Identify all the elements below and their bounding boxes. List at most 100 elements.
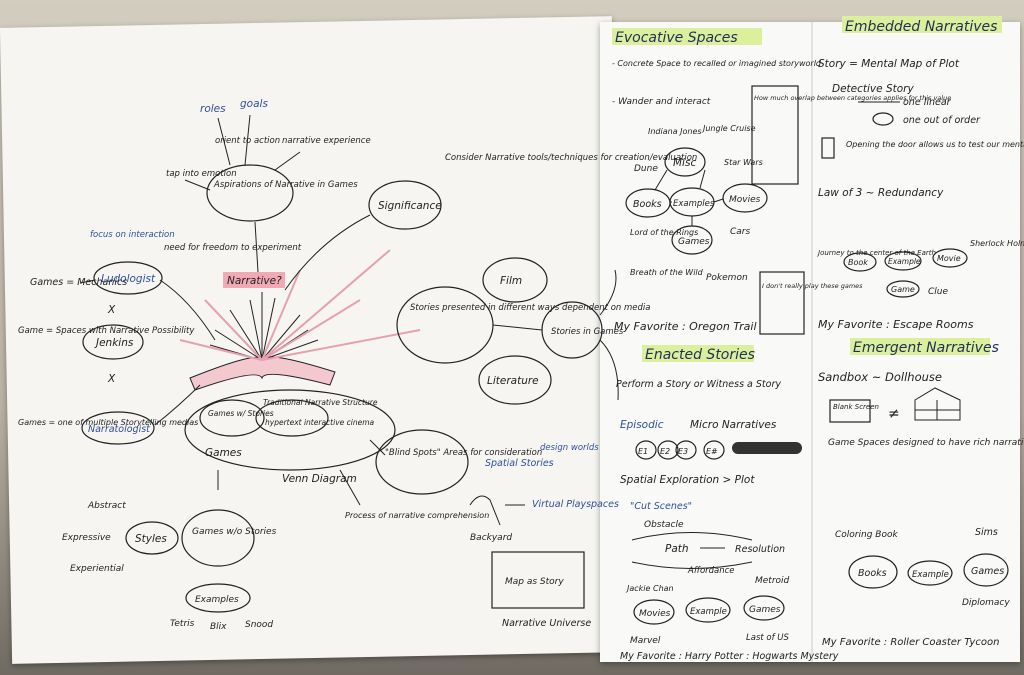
games-media-label: Games = one of multiple Storytelling med… <box>18 418 198 427</box>
tetris-label: Tetris <box>170 619 195 629</box>
process-label: Process of narrative comprehension <box>345 511 489 520</box>
cars-label: Cars <box>730 227 750 237</box>
need-freedom-label: need for freedom to experiment <box>164 243 302 253</box>
consider-label: Consider Narrative tools/techniques for … <box>445 153 697 163</box>
resolution-label: Resolution <box>735 544 785 555</box>
games-label-emergent: Games <box>971 566 1004 577</box>
ludologist-label: Ludologist <box>101 273 156 285</box>
aspirations-label: Aspirations of Narrative in Games <box>213 180 358 190</box>
narrative-universe-label: Narrative Universe <box>502 618 591 629</box>
blix-label: Blix <box>210 622 227 632</box>
abstract-label: Abstract <box>87 501 126 511</box>
embedded-favorite: My Favorite : Escape Rooms <box>818 318 974 331</box>
dont-play-note: I don't really play these games <box>762 282 863 290</box>
e3-label: E3 <box>678 447 688 456</box>
examples-label-evocative: Examples <box>673 199 715 209</box>
tap-emotion-label: tap into emotion <box>166 169 237 179</box>
cut-scenes-label: "Cut Scenes" <box>630 501 692 512</box>
blank-screen-label: Blank Screen <box>833 403 879 411</box>
dune-label: Dune <box>634 164 658 174</box>
stories-presented-label: Stories presented in different ways depe… <box>410 303 650 313</box>
movies-label-evocative: Movies <box>729 195 761 205</box>
stories-in-games-label: Stories in Games <box>551 327 624 337</box>
indiana-label: Indiana Jones <box>648 127 702 136</box>
backyard-label: Backyard <box>470 533 512 543</box>
narrative-center-label: Narrative? <box>227 275 282 287</box>
styles-label: Styles <box>135 533 167 545</box>
significance-label: Significance <box>378 200 442 212</box>
lotr-label: Lord of the Rings <box>630 228 698 237</box>
sims-label: Sims <box>975 527 998 538</box>
path-label: Path <box>665 543 689 555</box>
game-spaces-label: Game = Spaces with Narrative Possibility <box>18 326 195 336</box>
venn-diagram-label: Venn Diagram <box>282 473 357 485</box>
books-label-emergent: Books <box>858 568 887 579</box>
blind-spots-label: "Blind Spots" Areas for consideration <box>385 448 542 458</box>
film-label: Film <box>500 275 522 287</box>
misc-label: Misc <box>673 157 696 169</box>
example-label-enacted: Example <box>690 607 727 617</box>
design-worlds-label: design worlds <box>540 443 599 453</box>
games-mechanics-label: Games = Mechanics <box>30 277 127 288</box>
movies-label-enacted: Movies <box>639 609 671 619</box>
emergent-favorite: My Favorite : Roller Coaster Tycoon <box>822 637 999 648</box>
lastofus-label: Last of US <box>746 633 790 643</box>
evocative-header: Evocative Spaces <box>615 30 738 46</box>
enacted-favorite: My Favorite : Harry Potter : Hogwarts My… <box>620 651 839 662</box>
journey-label: Journey to the center of the Earth <box>816 249 936 257</box>
example-label-emergent: Example <box>912 570 949 580</box>
book-label-embedded: Book <box>848 258 868 267</box>
venn-hypertext-label: hypertext interactive cinema <box>265 418 375 427</box>
open-book-drawing <box>179 249 421 391</box>
examples-label: Examples <box>195 595 239 605</box>
emergent-header: Emergent Narratives <box>853 340 999 356</box>
pokemon-label: Pokemon <box>706 273 748 283</box>
spatial-plot-label: Spatial Exploration > Plot <box>620 474 755 486</box>
evocative-line2: - Wander and interact <box>612 97 711 107</box>
out-of-order-label: one out of order <box>903 115 981 126</box>
neq-sign: ≠ <box>888 406 900 422</box>
overlap-note: How much overlap between categories appl… <box>754 94 951 102</box>
spatial-stories-label: Spatial Stories <box>485 458 554 469</box>
starwars-label: Star Wars <box>724 158 763 167</box>
marvel-label: Marvel <box>630 636 661 646</box>
e1-label: E1 <box>638 447 648 456</box>
x-mark-2: X <box>107 373 116 385</box>
embedded-header: Embedded Narratives <box>845 19 997 35</box>
virtual-playspaces-label: Virtual Playspaces <box>532 499 619 510</box>
sherlock-label: Sherlock Holmes <box>970 239 1024 248</box>
en-label: E# <box>706 447 718 456</box>
linear-label: one linear <box>903 97 952 108</box>
map-as-story-label: Map as Story <box>505 577 564 587</box>
narratologist-label: Narratologist <box>88 424 151 435</box>
door-note: Opening the door allows us to test our m… <box>846 140 1024 149</box>
map-box <box>491 551 585 609</box>
metroid-label: Metroid <box>755 576 790 586</box>
jungle-label: Jungle Cruise <box>701 124 756 133</box>
game-spaces-designed: Game Spaces designed to have rich narrat… <box>828 438 1024 448</box>
venn-traditional-label: Traditional Narrative Structure <box>263 398 378 407</box>
experiential-label: Experiential <box>70 564 124 574</box>
detective-label: Detective Story <box>832 83 914 95</box>
evocative-favorite: My Favorite : Oregon Trail <box>614 320 757 333</box>
narrative-experience-label: narrative experience <box>282 136 371 146</box>
law-of-3: Law of 3 ~ Redundancy <box>818 187 944 199</box>
diplomacy-label: Diplomacy <box>962 598 1010 608</box>
jackie-label: Jackie Chan <box>625 584 674 593</box>
game-label-embedded: Game <box>891 285 915 294</box>
story-mental-map: Story = Mental Map of Plot <box>818 58 960 70</box>
example-label-embedded: Example <box>888 257 921 266</box>
jenkins-label: Jenkins <box>94 337 134 349</box>
narrative-highlight <box>223 272 285 288</box>
episodic-label: Episodic <box>620 419 664 431</box>
games-wo-stories-label: Games w/o Stories <box>192 527 277 537</box>
goals-label: goals <box>240 98 268 110</box>
enacted-header: Enacted Stories <box>645 347 755 363</box>
micro-label: Micro Narratives <box>690 419 777 431</box>
sandbox-label: Sandbox ~ Dollhouse <box>818 370 942 384</box>
expressive-label: Expressive <box>62 533 111 543</box>
games-label-enacted: Games <box>749 605 781 615</box>
venn-games-stories-label: Games w/ Stories <box>208 409 274 418</box>
clue-label: Clue <box>928 287 948 297</box>
